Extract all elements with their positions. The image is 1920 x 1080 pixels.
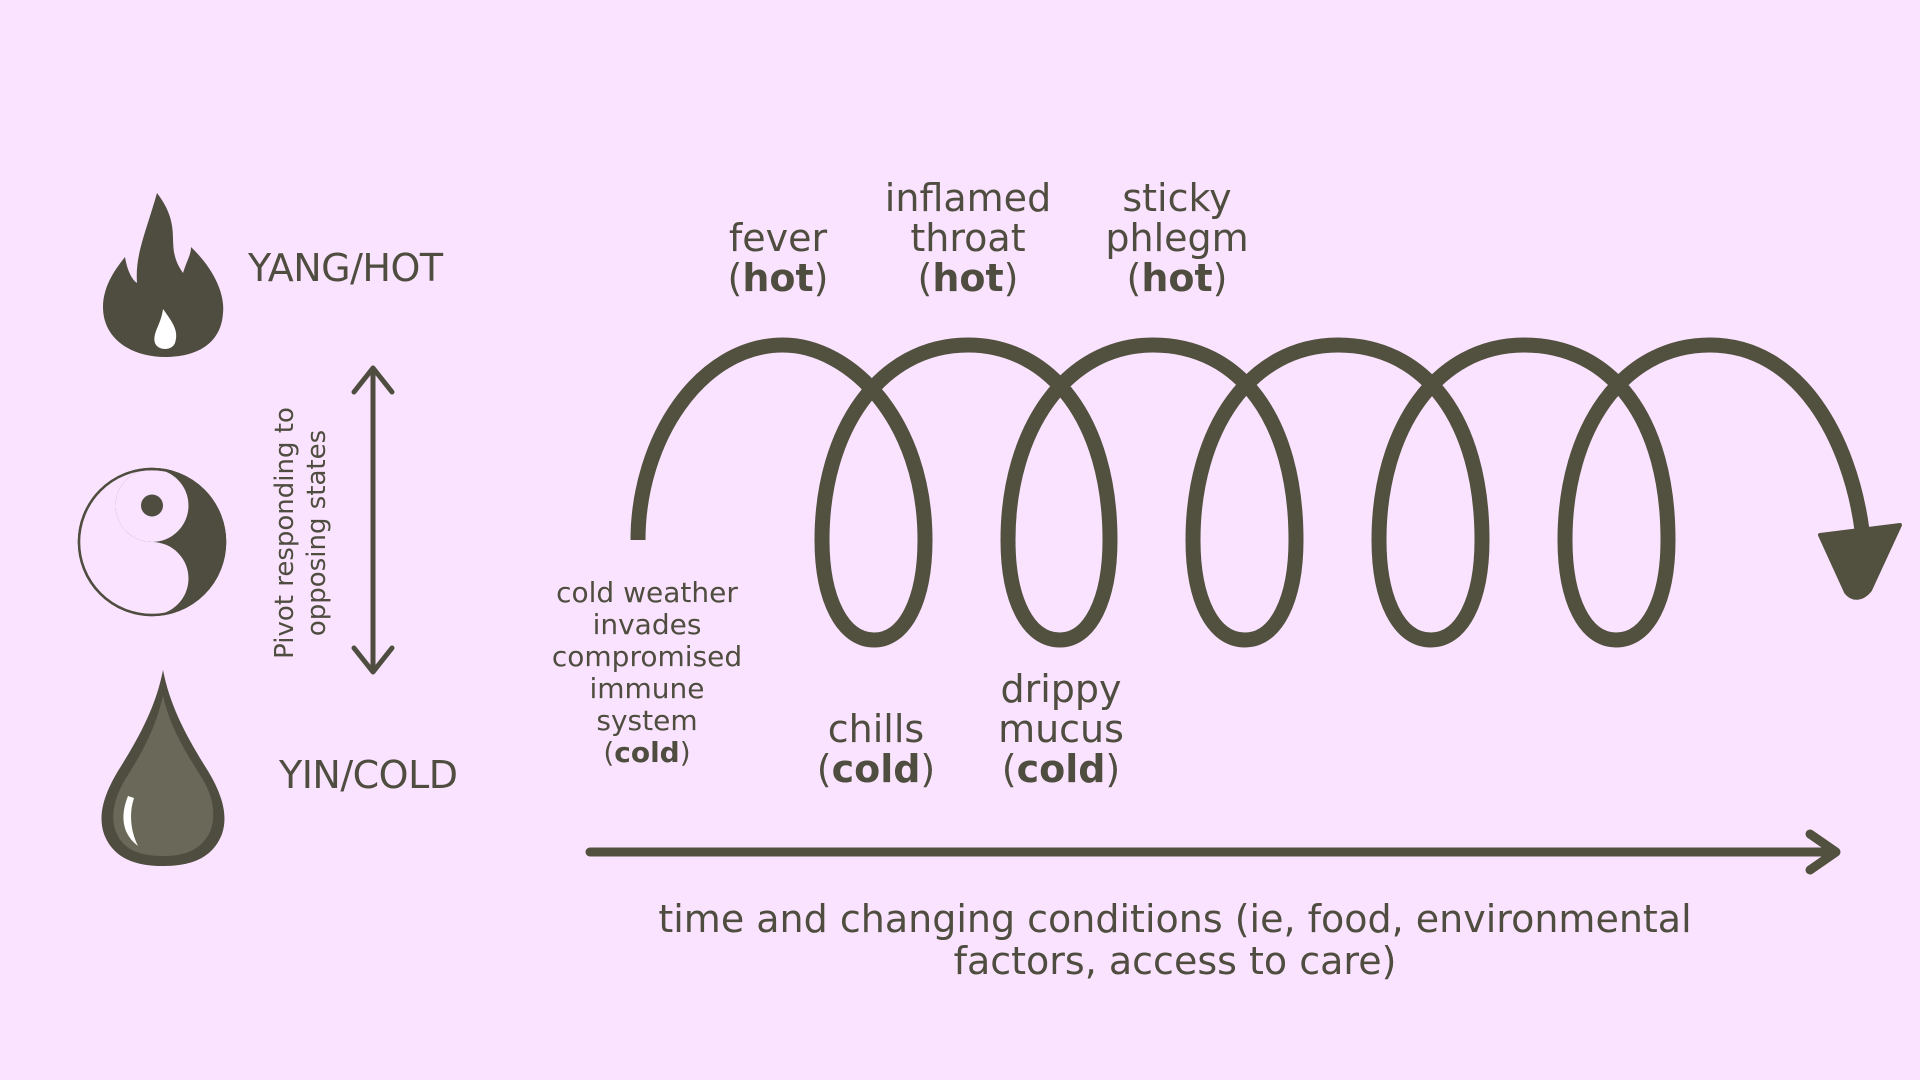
spiral-arrowhead (1818, 523, 1902, 600)
annotation-fever: fever (hot) (727, 216, 829, 300)
annotation-sticky-phlegm: sticky phlegm (hot) (1105, 176, 1249, 300)
spiral-path (630, 337, 1870, 648)
water-drop-icon (101, 670, 225, 866)
time-axis-arrowhead (1805, 829, 1841, 875)
yin-cold-label: YIN/COLD (279, 753, 458, 797)
annotation-chills: chills (cold) (816, 707, 936, 791)
pivot-label: Pivot responding to opposing states (270, 407, 332, 659)
annotation-drippy-mucus: drippy mucus (cold) (998, 667, 1124, 791)
yang-hot-label: YANG/HOT (248, 246, 443, 290)
annotation-cold-weather: cold weather invades compromised immune … (551, 576, 743, 769)
time-axis-caption: time and changing conditions (ie, food, … (658, 897, 1692, 983)
annotation-inflamed-throat: inflamed throat (hot) (884, 176, 1052, 300)
flame-icon (103, 193, 224, 357)
yin-yang-light-dot (77, 467, 227, 617)
